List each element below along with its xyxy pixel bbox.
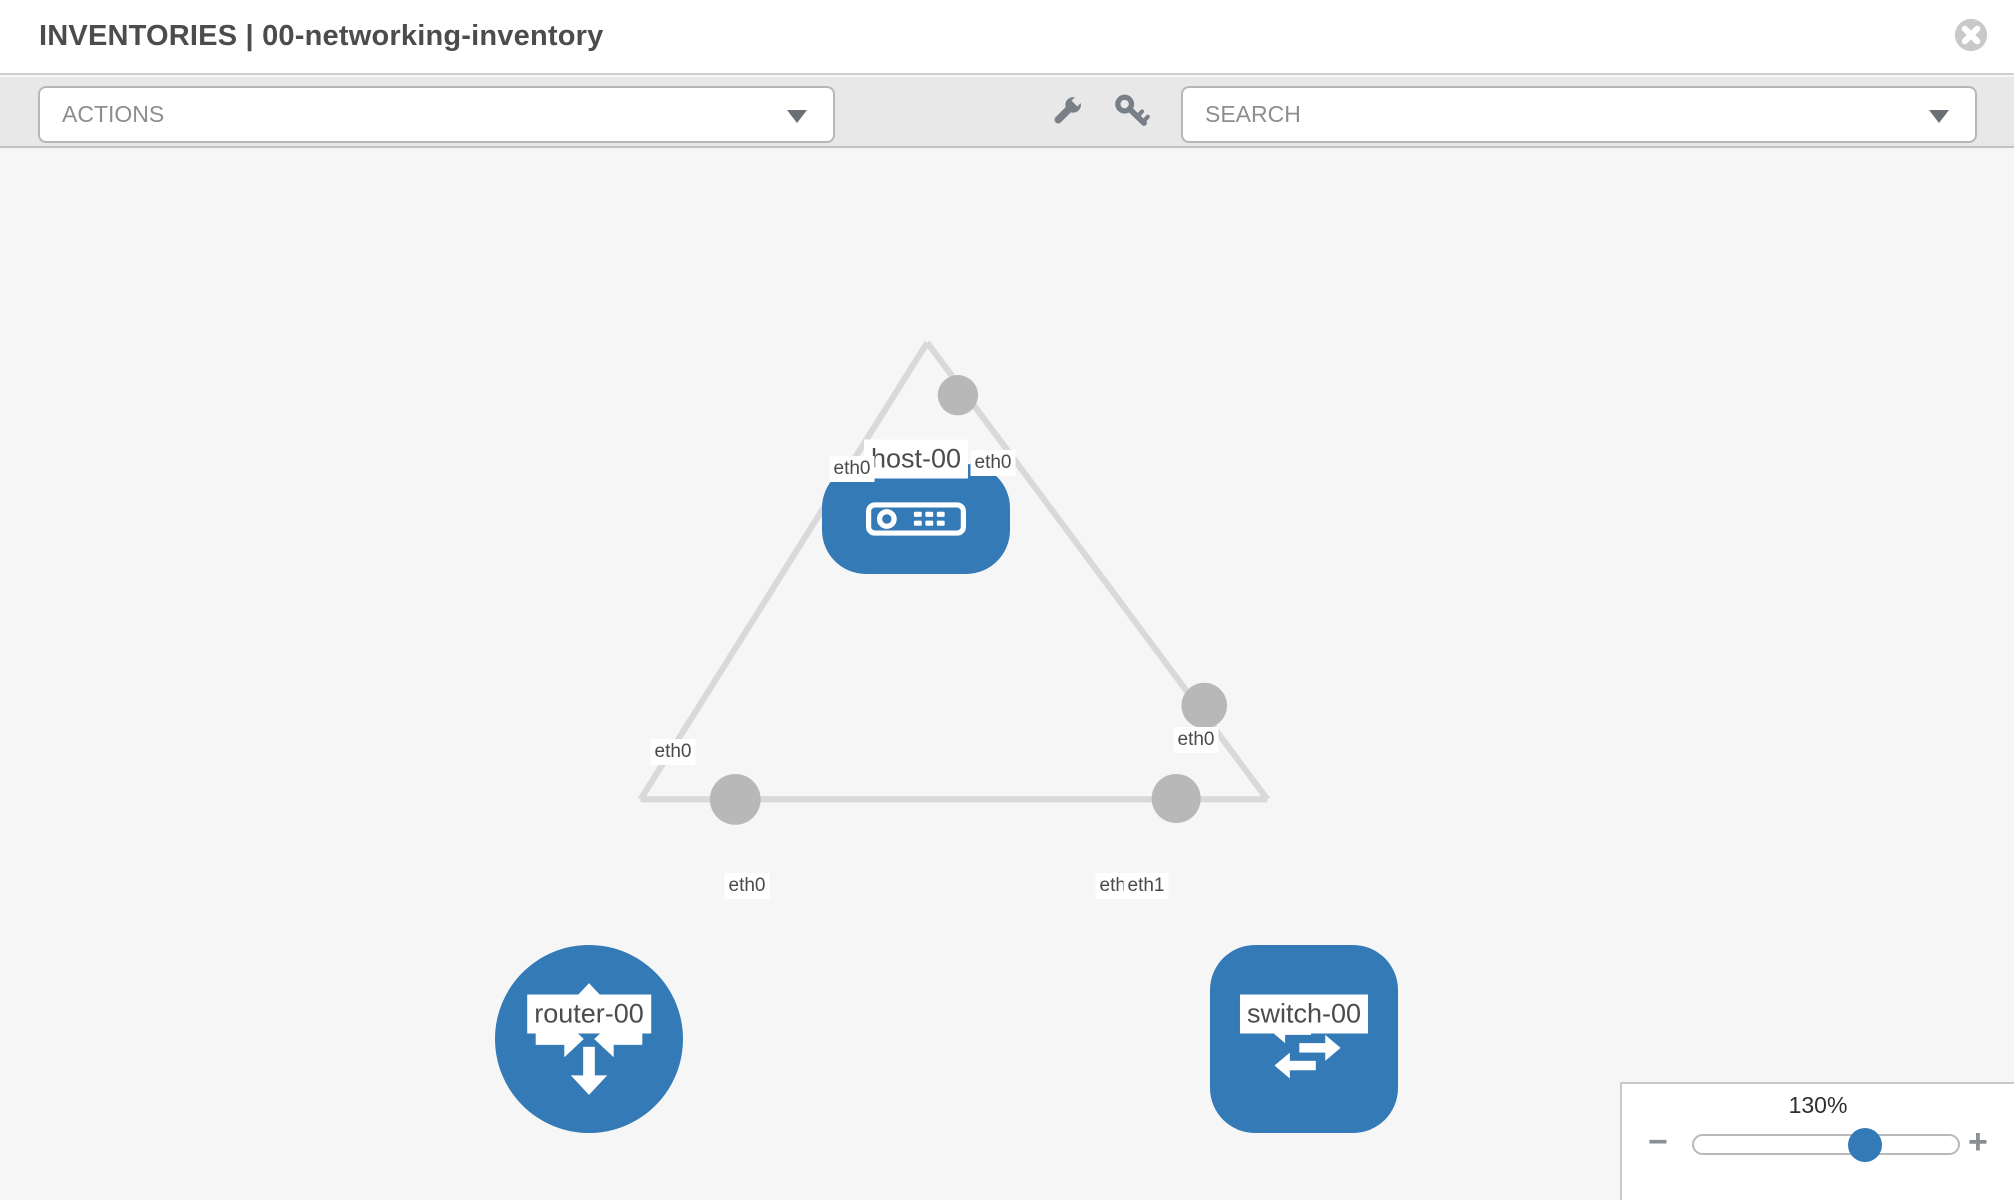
interface-connector-switch-top[interactable]	[1181, 682, 1228, 729]
zoom-slider-track[interactable]	[1692, 1134, 1960, 1155]
wrench-icon	[1054, 93, 1085, 123]
interface-connector-host-bottom[interactable]	[937, 375, 979, 416]
node-label-host: host-00	[863, 439, 969, 479]
interface-label-host-right: eth0	[970, 450, 1016, 476]
chevron-down-icon	[1929, 110, 1949, 123]
interface-label-router-host-link: eth0	[650, 739, 696, 765]
node-switch-00[interactable]	[1210, 945, 1398, 1133]
zoom-slider-knob[interactable]	[1848, 1128, 1882, 1162]
interface-label-router-right: eth0	[724, 873, 770, 899]
zoom-in-button[interactable]: +	[1968, 1123, 1988, 1161]
interface-label-switch-left-eth1: eth1	[1123, 873, 1169, 899]
node-host-00[interactable]	[822, 464, 1010, 574]
interface-connector-switch-left[interactable]	[1151, 773, 1201, 824]
node-router-00[interactable]	[495, 945, 683, 1133]
interface-label-switch-top: eth0	[1173, 727, 1219, 753]
interface-connector-router-right[interactable]	[709, 773, 761, 825]
header: INVENTORIES | 00-networking-inventory	[0, 0, 2014, 75]
zoom-panel: 130% − +	[1620, 1082, 2014, 1200]
topology-canvas[interactable]: host-00 router-00 switch-00 eth0 eth0 et…	[0, 148, 2014, 1200]
link-router-host[interactable]	[637, 340, 930, 801]
credentials-button[interactable]	[1108, 89, 1156, 137]
host-icon	[866, 502, 966, 536]
search-dropdown-label: SEARCH	[1205, 101, 1301, 127]
router-icon	[535, 983, 643, 1095]
interface-label-host-left: eth0	[829, 456, 875, 482]
close-button[interactable]	[1952, 16, 1990, 54]
node-label-router: router-00	[527, 994, 651, 1034]
page-title: INVENTORIES | 00-networking-inventory	[39, 20, 604, 52]
topology-links-layer	[637, 340, 1270, 825]
zoom-out-button[interactable]: −	[1648, 1123, 1668, 1161]
key-icon	[1115, 94, 1150, 126]
chevron-down-icon	[787, 110, 807, 123]
actions-dropdown[interactable]: ACTIONS	[38, 86, 835, 143]
zoom-level: 130%	[1788, 1092, 1848, 1118]
toolbar: ACTIONS SEARCH	[0, 77, 2014, 148]
actions-dropdown-label: ACTIONS	[62, 101, 165, 127]
node-label-switch: switch-00	[1239, 994, 1369, 1034]
close-icon	[1954, 18, 1988, 52]
search-dropdown[interactable]: SEARCH	[1181, 86, 1977, 143]
configure-button[interactable]	[1042, 89, 1090, 137]
